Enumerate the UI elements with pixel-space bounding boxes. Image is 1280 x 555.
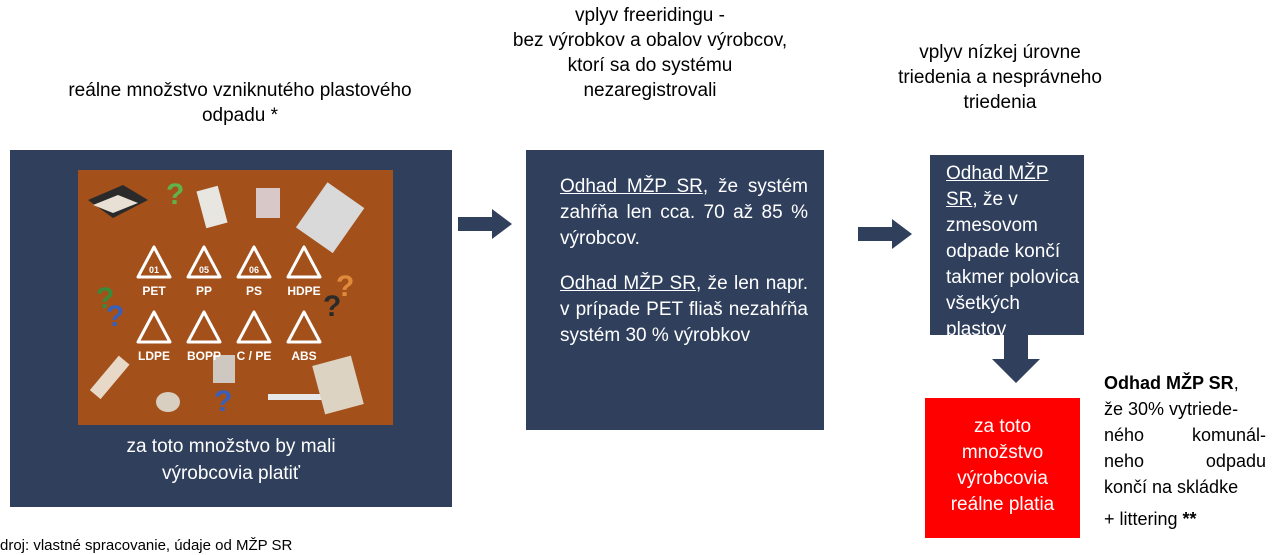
note-bold: ** — [1182, 509, 1197, 529]
paragraph-text: , že len napr. v prípade PET fliaš nezah… — [560, 273, 808, 346]
note-bold-source: Odhad MŽP SR — [1104, 373, 1234, 393]
col2-heading-line2: bez výrobkov a obalov výrobcov, — [512, 30, 788, 51]
note-line1: že 30% vytriede- — [1104, 399, 1239, 419]
question-mark-icon: ? — [323, 290, 342, 323]
note-text: komunál- — [1191, 425, 1266, 445]
col2-heading: vplyv freeridingu - bez výrobkov a obalo… — [490, 3, 810, 103]
paragraph-text: , že systém zahŕňa len cca. 70 až 85 % v… — [560, 176, 808, 249]
question-mark-icon: ? — [166, 178, 185, 211]
label-pp: PP — [195, 284, 212, 298]
col2-heading-line3: ktorí sa do systému — [567, 55, 733, 76]
producers-pay-box: za toto množstvo výrobcovia reálne plati… — [925, 398, 1080, 538]
note-line3: neho odpadu — [1104, 448, 1266, 474]
col3-heading-line3: triedenia — [963, 92, 1037, 113]
red-box-line1: za toto — [973, 416, 1032, 437]
sorting-box: Odhad MŽP SR, že v zmesovom odpade končí… — [930, 155, 1084, 340]
label-hdpe: HDPE — [287, 284, 321, 298]
freeriding-paragraph-1: Odhad MŽP SR, že systém zahŕňa len cca. … — [560, 174, 808, 252]
code-05: 05 — [198, 265, 209, 275]
red-box-line2: množstvo — [961, 442, 1044, 463]
box-text: , že v zmesovom odpade končí takmer polo… — [946, 189, 1080, 340]
arrow-right-icon — [458, 209, 512, 239]
col3-heading-line2: triedenia a nesprávneho — [898, 67, 1102, 88]
source-link: Odhad MŽP SR — [560, 273, 696, 294]
plastic-symbols-image: 01 05 06 PET PP PS HDPE LDPE BOPP C / PE… — [78, 170, 393, 425]
question-mark-icon: ? — [336, 270, 355, 303]
question-mark-icon: ? — [214, 385, 233, 418]
question-mark-icon: ? — [106, 300, 125, 333]
label-ps: PS — [245, 284, 262, 298]
note-text: odpadu — [1205, 451, 1266, 471]
freeriding-paragraph-2: Odhad MŽP SR, že len napr. v prípade PET… — [560, 271, 808, 349]
label-cpe: C / PE — [236, 349, 272, 363]
source-link: Odhad MŽP SR — [946, 163, 1049, 210]
arrow-down-icon — [992, 335, 1040, 383]
arrow-right-icon — [858, 219, 912, 249]
col3-heading: vplyv nízkej úrovne triedenia a nesprávn… — [880, 40, 1120, 115]
col2-heading-line4: nezaregistrovali — [583, 80, 717, 101]
col1-heading: reálne množstvo vzniknutého plastového o… — [0, 78, 480, 128]
label-ldpe: LDPE — [137, 349, 170, 363]
note-text: ného — [1104, 425, 1145, 445]
col1-heading-line1: reálne množstvo vzniknutého plastového — [68, 80, 412, 101]
landfill-note: Odhad MŽP SR, že 30% vytriede- ného komun… — [1104, 370, 1266, 532]
source-note: droj: vlastné spracovanie, údaje od MŽP … — [0, 537, 293, 554]
label-abs: ABS — [291, 349, 317, 363]
red-box-line3: výrobcovia — [957, 468, 1048, 489]
code-06: 06 — [248, 265, 259, 275]
code-01: 01 — [148, 265, 159, 275]
label-pet: PET — [142, 284, 166, 298]
note-line5: + littering ** — [1104, 506, 1266, 532]
freeriding-box: Odhad MŽP SR, že systém zahŕňa len cca. … — [526, 150, 824, 430]
question-mark-icon: ? — [96, 282, 115, 315]
note-comma: , — [1233, 373, 1239, 393]
col1-heading-line2: odpadu * — [201, 105, 279, 126]
note-line2: ného komunál- — [1104, 422, 1266, 448]
col2-heading-line1: vplyv freeridingu - — [575, 5, 725, 26]
note-text: neho — [1104, 451, 1145, 471]
note-text: + littering — [1104, 509, 1183, 529]
note-title: Odhad MŽP SR, — [1104, 370, 1266, 396]
col1-caption: za toto množstvo by mali výrobcovia plat… — [10, 433, 452, 495]
source-link: Odhad MŽP SR — [560, 176, 703, 197]
col1-caption-line2: výrobcovia platiť — [161, 463, 301, 484]
note-line4: končí na skládke — [1104, 477, 1239, 497]
label-bopp: BOPP — [186, 349, 221, 363]
col1-caption-line1: za toto množstvo by mali — [126, 436, 336, 457]
recycling-symbols-svg — [88, 182, 365, 415]
red-box-line4: reálne platia — [950, 494, 1055, 515]
col3-heading-line1: vplyv nízkej úrovne — [919, 42, 1081, 63]
